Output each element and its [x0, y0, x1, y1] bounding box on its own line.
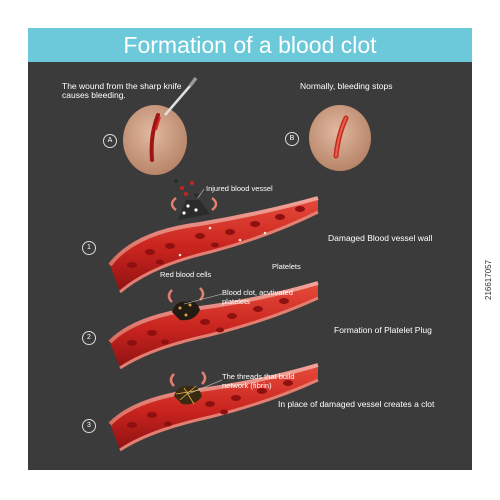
page-title: Formation of a blood clot [28, 28, 472, 62]
skin-wound-b [309, 105, 371, 171]
marker-a: A [103, 134, 117, 148]
label-clot: Blood clot, acvtivated platelets [222, 288, 293, 306]
step-a-caption: The wound from the sharp knife causes bl… [62, 81, 182, 100]
label-injured-vessel: Injured blood vessel [206, 184, 273, 193]
stage-1-number: 1 [82, 241, 96, 255]
stage-3-description: In place of damaged vessel creates a clo… [278, 399, 435, 409]
step-b-caption: Normally, bleeding stops [300, 81, 393, 91]
stage-3-number: 3 [82, 419, 96, 433]
stock-id: 216617057 [484, 259, 493, 300]
knife-icon [164, 76, 198, 116]
vessel-stage-3 [108, 363, 319, 452]
label-red-cells: Red blood cells [160, 270, 212, 279]
label-threads: The threads that build network (fibrin) [222, 372, 295, 390]
stage-2-number: 2 [82, 331, 96, 345]
stage-2-description: Formation of Platelet Plug [334, 325, 432, 335]
vessel-stage-2 [108, 281, 319, 370]
stage-1-description: Damaged Blood vessel wall [328, 233, 433, 243]
marker-b: B [285, 132, 299, 146]
vessel-stage-1 [108, 179, 319, 294]
skin-wound-a [123, 105, 187, 175]
label-platelets: Platelets [272, 262, 301, 271]
